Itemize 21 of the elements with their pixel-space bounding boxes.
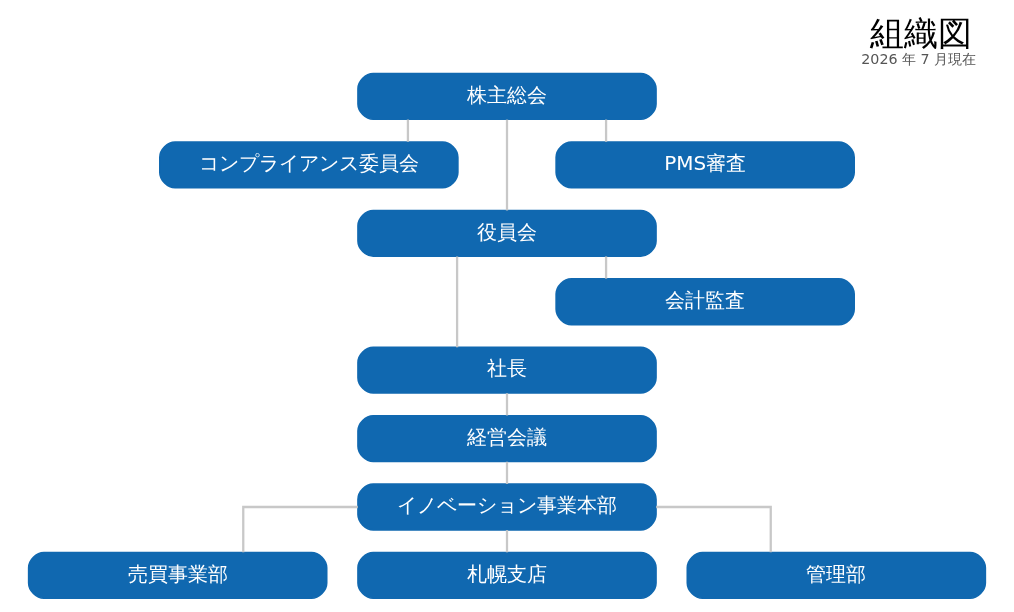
connector xyxy=(505,461,509,484)
connector xyxy=(656,505,772,553)
connector xyxy=(455,256,459,348)
node-box: イノベーション事業本部 xyxy=(357,483,657,531)
connector xyxy=(242,505,358,553)
node-box: 株主総会 xyxy=(357,72,657,121)
node-box: PMS審査 xyxy=(555,141,855,189)
connector xyxy=(505,530,509,553)
node-box: 売買事業部 xyxy=(27,551,328,600)
node-box: 管理部 xyxy=(686,551,987,600)
connector xyxy=(604,119,608,142)
node-box: 社長 xyxy=(357,346,657,394)
connector xyxy=(505,393,509,416)
connector xyxy=(604,256,608,279)
connector xyxy=(505,119,509,211)
node-box: コンプライアンス委員会 xyxy=(159,141,459,189)
node-box: 役員会 xyxy=(357,209,657,257)
node-box: 経営会議 xyxy=(357,414,657,463)
node-box: 札幌支店 xyxy=(357,551,657,600)
connector xyxy=(406,119,410,142)
node-box: 会計監査 xyxy=(555,278,855,326)
